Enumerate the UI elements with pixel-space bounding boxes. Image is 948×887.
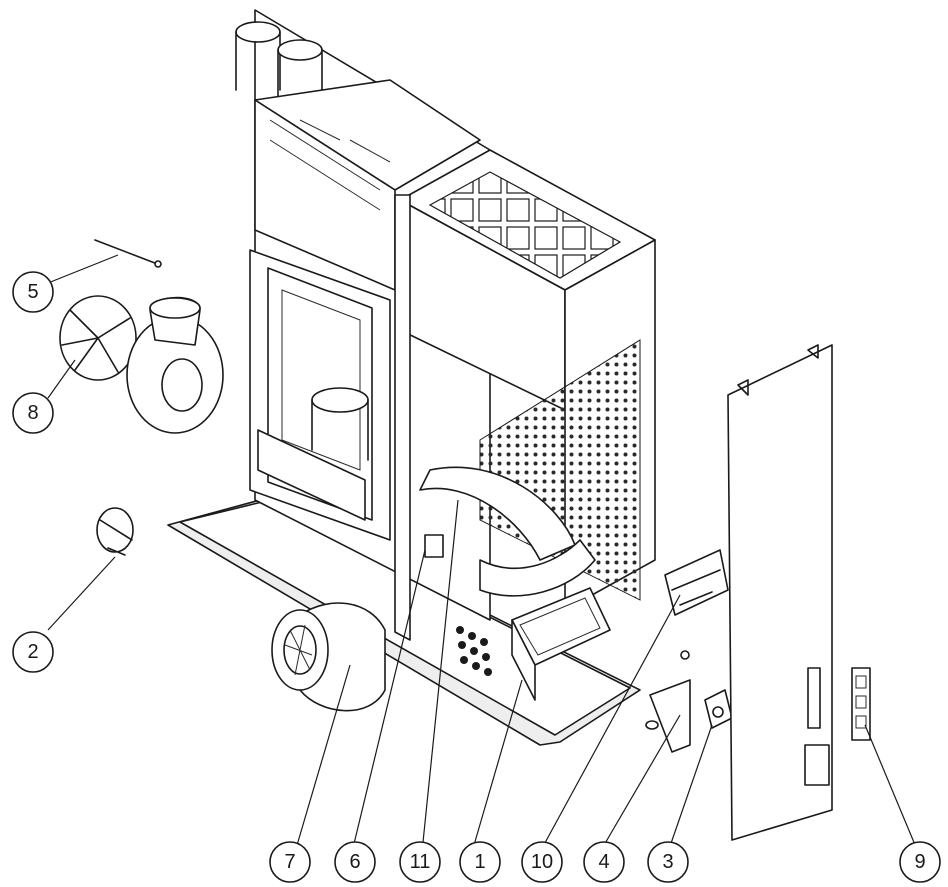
part-5-rod (94, 239, 162, 268)
svg-text:5: 5 (27, 281, 38, 303)
svg-text:11: 11 (410, 851, 431, 873)
part-3-component (704, 689, 733, 729)
callout-6: 6 (334, 841, 376, 883)
callout-1: 1 (459, 841, 501, 883)
callout-9: 9 (899, 841, 941, 883)
svg-text:6: 6 (349, 851, 360, 873)
callout-3: 3 (647, 841, 689, 883)
svg-text:1: 1 (474, 851, 485, 873)
svg-text:4: 4 (598, 851, 609, 873)
svg-text:2: 2 (27, 641, 38, 663)
part-8-fan (59, 295, 224, 434)
callout-7: 7 (269, 841, 311, 883)
callout-8: 8 (12, 392, 54, 434)
callout-10: 10 (521, 841, 563, 883)
stove-body (167, 9, 729, 746)
part-2-switch (96, 507, 134, 556)
callout-2: 2 (12, 631, 54, 673)
part-7-blower (271, 602, 386, 712)
svg-text:7: 7 (284, 851, 295, 873)
svg-text:10: 10 (531, 851, 553, 873)
callout-11: 11 (399, 841, 441, 883)
svg-text:9: 9 (914, 851, 925, 873)
callout-5: 5 (12, 271, 54, 313)
part-4-bracket (645, 650, 691, 753)
callout-4: 4 (583, 841, 625, 883)
leader-lines (47, 254, 919, 853)
svg-text:8: 8 (27, 402, 38, 424)
part-9-component (851, 667, 871, 741)
svg-text:3: 3 (662, 851, 673, 873)
side-panel (727, 344, 833, 841)
